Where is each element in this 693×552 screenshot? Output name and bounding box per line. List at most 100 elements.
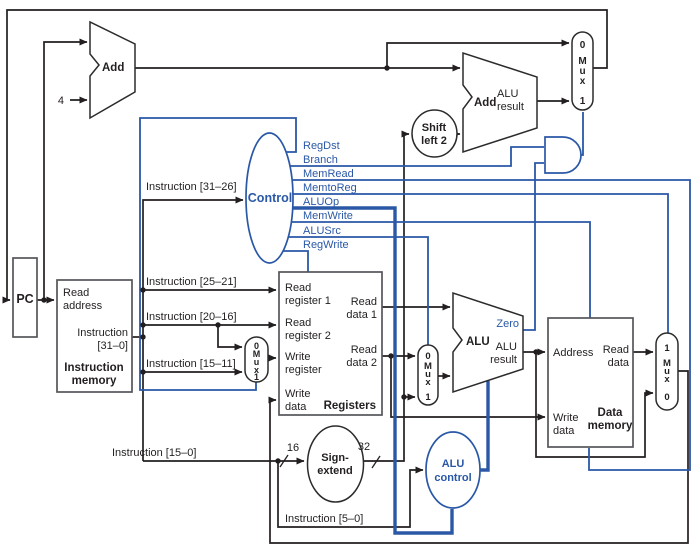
reg-wr-2: register [285, 364, 322, 376]
wire-aluop [270, 206, 454, 535]
mux-pcsrc-1: 1 [580, 96, 586, 107]
adder-branch-result-2: result [497, 101, 524, 113]
imem-out-2: [31–0] [97, 340, 128, 352]
mux-alusrc [417, 344, 439, 406]
control-unit [245, 132, 294, 264]
dmem-wd-2: data [553, 425, 575, 437]
imem-readaddr-2: address [63, 300, 103, 312]
mux-regdst-m: M [253, 349, 261, 359]
sign-extend-unit [306, 425, 365, 503]
mux-memtoreg-1: 1 [664, 343, 670, 354]
bus-slash-16 [279, 454, 289, 468]
wire-alusrc [270, 236, 429, 346]
wire-and-out [581, 112, 584, 156]
instruction-memory-block [56, 279, 133, 393]
dmem-address: Address [553, 347, 594, 359]
and-gate [544, 136, 582, 174]
signal-memwrite: MemWrite [303, 210, 353, 222]
sign-extend-label-2: extend [317, 465, 352, 477]
mux-memtoreg-x: x [664, 374, 670, 385]
signal-regdst: RegDst [303, 140, 340, 152]
labels: PC Read address Instruction [31–0] Instr… [16, 40, 671, 525]
dmem-title-1: Data [598, 407, 624, 419]
dmem-rd-1: Read [603, 344, 629, 356]
wire-memwrite [270, 221, 591, 319]
registers-title: Registers [324, 400, 376, 412]
label-instr-25-21: Instruction [25–21] [146, 276, 237, 288]
wire-aluresult-to-mux0 [535, 352, 654, 458]
mux-regdst [244, 336, 269, 383]
alu-control-label-1: ALU [442, 458, 465, 470]
mux-regdst-1: 1 [254, 372, 259, 382]
wire-writeback [268, 370, 689, 544]
alu-control-unit [425, 431, 481, 509]
registers-block [278, 271, 383, 416]
reg-wd-1: Write [285, 388, 310, 400]
signal-aluop: ALUOp [303, 196, 339, 208]
mux-alusrc-x: x [425, 377, 431, 388]
label-bus-16: 16 [287, 442, 299, 454]
alu-control-label-2: control [434, 472, 471, 484]
label-instr-15-11: Instruction [15–11] [146, 358, 236, 370]
wire-zero [521, 162, 544, 331]
wire-memtoreg [270, 193, 669, 334]
mux-memtoreg-labels: 1 M u x 0 [663, 343, 671, 403]
signal-branch: Branch [303, 154, 338, 166]
pc-label: PC [16, 292, 33, 306]
mux-memtoreg-m: M [663, 358, 671, 369]
mux-regdst-u: u [254, 357, 260, 367]
control-wires [139, 112, 691, 535]
alu-zero-label: Zero [496, 318, 519, 330]
adder-branch-shape [462, 51, 538, 154]
reg-rr1-2: register 1 [285, 295, 331, 307]
adder-branch-label: Add [474, 97, 496, 109]
wire-pc-next [2, 9, 608, 304]
dmem-title-2: memory [588, 420, 633, 432]
reg-rr1-1: Read [285, 282, 311, 294]
junction-dots [41, 65, 539, 464]
reg-rd2-2: data 2 [346, 357, 377, 369]
mux-regdst-0: 0 [254, 341, 259, 351]
mux-pcsrc-m: M [578, 56, 586, 67]
reg-wd-2: data [285, 401, 307, 413]
alu-result-2: result [490, 354, 517, 366]
mux-alusrc-m: M [424, 361, 432, 372]
mux-pcsrc-labels: 0 M u x 1 [578, 40, 586, 107]
wire-alucontrol-out [480, 381, 490, 472]
label-instr-20-16: Instruction [20–16] [146, 311, 237, 323]
mux-memtoreg [655, 332, 679, 411]
mux-memtoreg-u: u [664, 366, 670, 377]
wire-pc-to-add [43, 38, 88, 300]
mux-memtoreg-0: 0 [664, 392, 669, 403]
mux-regdst-x: x [254, 365, 259, 375]
alu-label: ALU [466, 336, 490, 348]
wire-instr-bus [142, 196, 244, 461]
dmem-rd-2: data [608, 357, 630, 369]
wire-signext-out [363, 130, 410, 462]
imem-readaddr-1: Read [63, 287, 89, 299]
shift-left-2-label-1: Shift [422, 122, 447, 134]
wire-instr-5-0 [277, 461, 424, 528]
alu-shape [452, 291, 524, 394]
label-instr-31-26: Instruction [31–26] [146, 181, 237, 193]
mux-pcsrc-u: u [579, 66, 585, 77]
pc-block [12, 257, 38, 338]
label-const-4: 4 [58, 95, 64, 107]
wire-instr-20-16-mux [217, 325, 243, 351]
mux-alusrc-labels: 0 M u x 1 [424, 351, 432, 403]
wire-branch [270, 146, 544, 167]
reg-rr2-1: Read [285, 317, 311, 329]
bus-slash-32 [371, 455, 381, 469]
label-bus-32: 32 [358, 441, 370, 453]
imem-title-2: memory [72, 375, 117, 387]
datapath-wires [2, 9, 689, 544]
imem-title-1: Instruction [64, 362, 123, 374]
mux-regdst-labels: 0 M u x 1 [253, 341, 261, 382]
mux-pcsrc [571, 31, 594, 111]
signal-alusrc: ALUSrc [303, 225, 341, 237]
label-instr-15-0: Instruction [15–0] [112, 447, 196, 459]
reg-rd1-2: data 1 [346, 309, 377, 321]
control-label: Control [248, 191, 292, 205]
